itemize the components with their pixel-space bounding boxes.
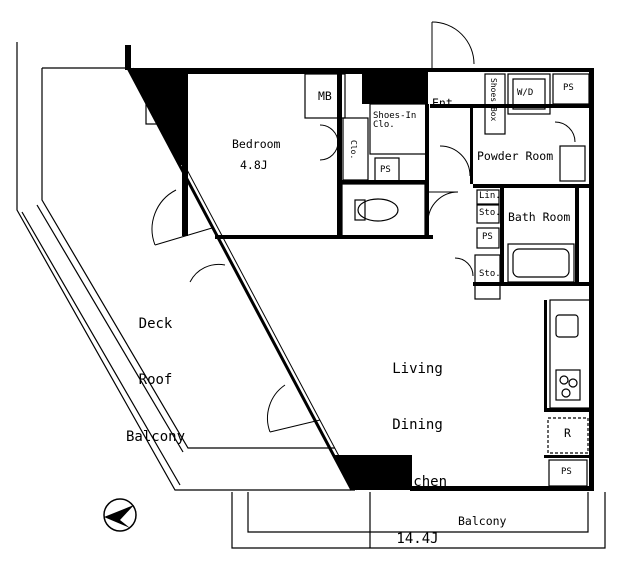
ps-box-deck: [145, 91, 179, 125]
stove: [555, 369, 581, 401]
bedroom-size: 4.8J: [240, 158, 268, 172]
clo-label: Clo.: [349, 140, 358, 160]
shoes-box-label: Shoes Box: [489, 78, 498, 122]
powder-room-label: Powder Room: [477, 149, 554, 163]
compass-icon: [103, 498, 137, 532]
toilet-room: [341, 183, 426, 237]
lin-label: Lin.: [479, 191, 501, 201]
ldk-size: 14.4J: [396, 530, 439, 547]
refrigerator-label: R: [564, 426, 571, 440]
bath-room-label: Bath Room: [508, 210, 571, 224]
deck-line1: Deck: [138, 315, 173, 332]
ps-box-top: [552, 73, 590, 105]
wd-label: W/D: [517, 88, 534, 98]
sto-box-upper: [476, 204, 500, 224]
sto-upper-label: Sto.: [479, 208, 501, 218]
deck-line2: Roof: [138, 372, 173, 389]
balcony-label: Balcony: [458, 514, 507, 528]
lower-balcony-outline: [231, 492, 606, 549]
ps-label-kitchen: PS: [561, 467, 572, 477]
toilet: [357, 198, 399, 222]
ps-box-bath: [476, 227, 500, 249]
ldk-line3: Kitchen: [388, 474, 448, 491]
ps-label-deck: PS: [155, 103, 166, 113]
lin-box: [476, 189, 500, 205]
ps-label-top: PS: [563, 83, 574, 93]
sink-box: [559, 145, 586, 182]
doors: [151, 21, 576, 433]
shoes-in-closet: [369, 103, 427, 155]
ldk-line2: Dining: [392, 417, 443, 434]
refrigerator-box: [547, 417, 589, 454]
clo-box: [342, 117, 369, 181]
ps-label-mid: PS: [380, 165, 391, 175]
kitchen-counter: [549, 299, 591, 409]
ps-label-bath: PS: [482, 232, 493, 242]
sink: [555, 314, 579, 338]
ldk-label: Living Dining Kitchen 14.4J: [388, 322, 447, 568]
sto-lower-label: Sto.: [479, 269, 501, 279]
sto-box-lower: [474, 254, 501, 300]
wd-box: [507, 73, 551, 115]
bedroom-name: Bedroom: [232, 137, 281, 151]
shoes-box: [484, 73, 506, 135]
ldk-line1: Living: [392, 360, 443, 377]
walls: [125, 45, 594, 491]
entrance-label: Ent.: [432, 96, 460, 110]
mb-label: MB: [318, 89, 332, 103]
shoes-in-clo-label: Shoes-In Clo.: [373, 111, 417, 130]
fixtures: [145, 73, 591, 487]
bathtub: [507, 243, 575, 283]
deck-line3: Balcony: [126, 429, 186, 446]
ps-box-kitchen: [548, 459, 588, 487]
ps-box-mid: [374, 157, 400, 183]
mb-box: [304, 73, 346, 119]
deck-label: Deck Roof Balcony: [126, 277, 185, 466]
deck-outline: [16, 42, 355, 491]
